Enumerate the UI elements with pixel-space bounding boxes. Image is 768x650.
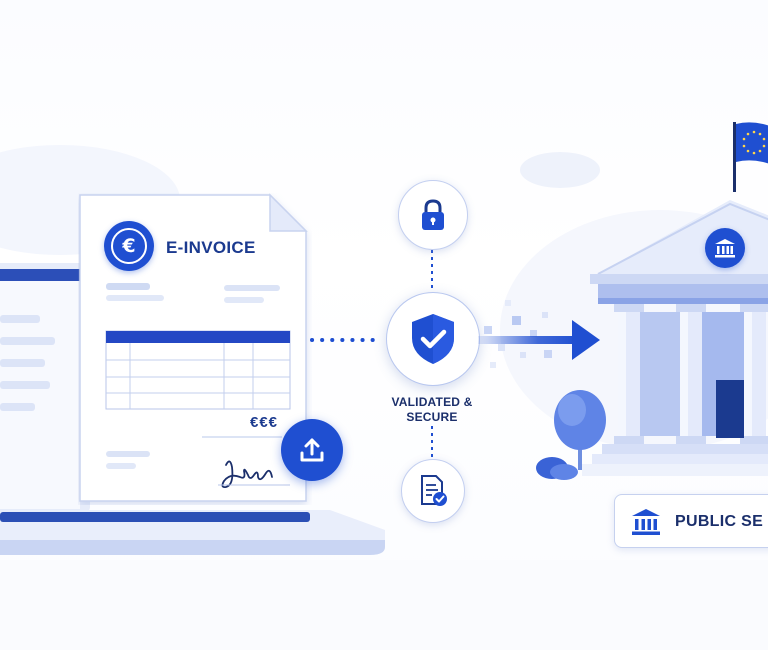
- document-check-icon: [421, 475, 447, 506]
- status-label: VALIDATED & SECURE: [372, 395, 492, 425]
- laptop: [0, 263, 385, 555]
- public-sector-label: PUBLIC SE: [675, 513, 764, 530]
- invoice-paper: [79, 193, 308, 502]
- document-node: [401, 459, 465, 523]
- invoice-title: E-INVOICE: [166, 238, 256, 257]
- invoice-amount: €€€: [250, 414, 279, 431]
- public-sector-badge: PUBLIC SE: [614, 494, 768, 548]
- euro-icon: €: [104, 221, 154, 271]
- lock-node: [398, 180, 468, 250]
- shield-node: [386, 292, 480, 386]
- status-line-2: SECURE: [406, 410, 458, 424]
- signature-icon: [218, 460, 290, 489]
- tree: [536, 390, 606, 480]
- government-building-icon: [632, 509, 660, 535]
- upload-icon: [300, 438, 324, 462]
- invoice-document: € E-INVOICE €€€: [78, 193, 312, 505]
- building-emblem: [705, 228, 745, 268]
- status-line-1: VALIDATED &: [391, 395, 473, 409]
- eu-flag-icon: [733, 122, 768, 192]
- lock-icon: [422, 199, 444, 230]
- upload-button[interactable]: [281, 419, 343, 481]
- shield-check-icon: [412, 314, 454, 364]
- government-building-icon: [715, 239, 735, 258]
- euro-symbol: €: [122, 234, 136, 257]
- government-building: [582, 200, 768, 476]
